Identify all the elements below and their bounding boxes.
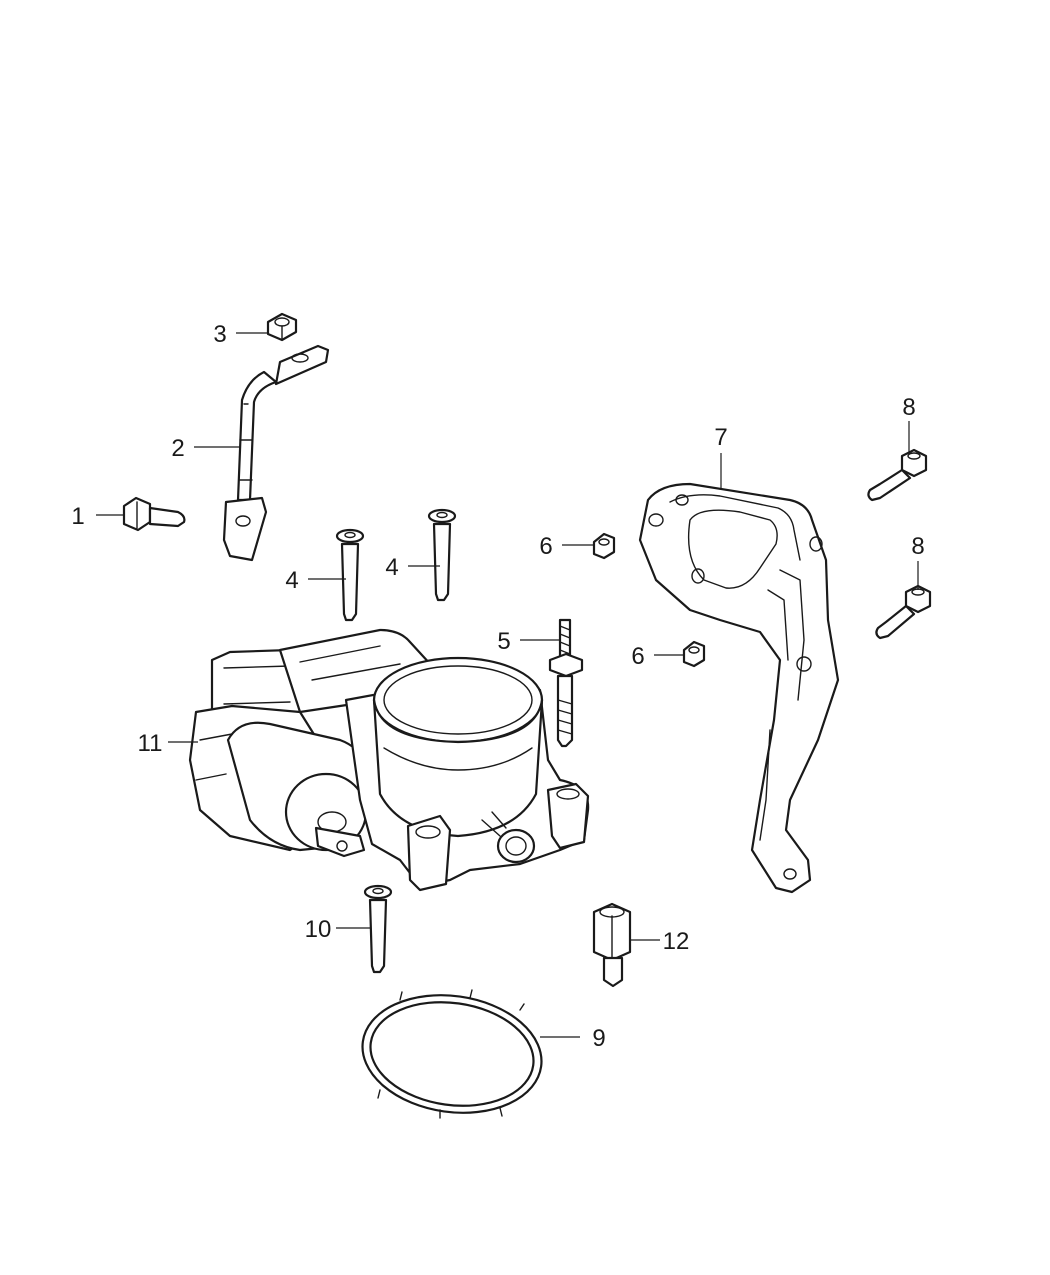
callout-7: 7 [714, 424, 727, 451]
callout-6-upper: 6 [539, 533, 552, 560]
part-8-bolt-upper [867, 448, 928, 502]
callout-6-lower: 6 [631, 643, 644, 670]
callout-12: 12 [663, 928, 690, 955]
part-6-nut-upper [592, 532, 616, 560]
part-8-bolt-lower [875, 584, 932, 640]
callout-9: 9 [592, 1025, 605, 1052]
part-12-spacer [592, 902, 632, 988]
part-6-nut-lower [682, 640, 706, 668]
part-3-nut [266, 312, 298, 342]
callout-3: 3 [213, 321, 226, 348]
part-2-ground-strap [222, 344, 330, 562]
callout-2: 2 [171, 435, 184, 462]
part-1-bolt [122, 496, 186, 532]
part-4-bolt-left [335, 528, 365, 622]
part-4-bolt-right [427, 508, 457, 602]
callout-labels: 1 2 3 4 4 5 6 6 7 8 8 9 10 11 12 [71, 321, 924, 1052]
part-5-stud [548, 618, 584, 748]
part-10-screw [363, 884, 393, 974]
part-11-throttle-body [188, 628, 590, 892]
callout-8-upper: 8 [902, 394, 915, 421]
leader-lines [96, 332, 919, 1038]
callout-4-right: 4 [385, 554, 398, 581]
callout-10: 10 [305, 916, 332, 943]
callout-1: 1 [71, 503, 84, 530]
part-9-gasket-ring [361, 989, 543, 1119]
callout-5: 5 [497, 628, 510, 655]
callout-8-lower: 8 [911, 533, 924, 560]
part-7-bracket [638, 482, 840, 894]
callout-4-left: 4 [285, 567, 298, 594]
callout-11: 11 [138, 730, 163, 757]
